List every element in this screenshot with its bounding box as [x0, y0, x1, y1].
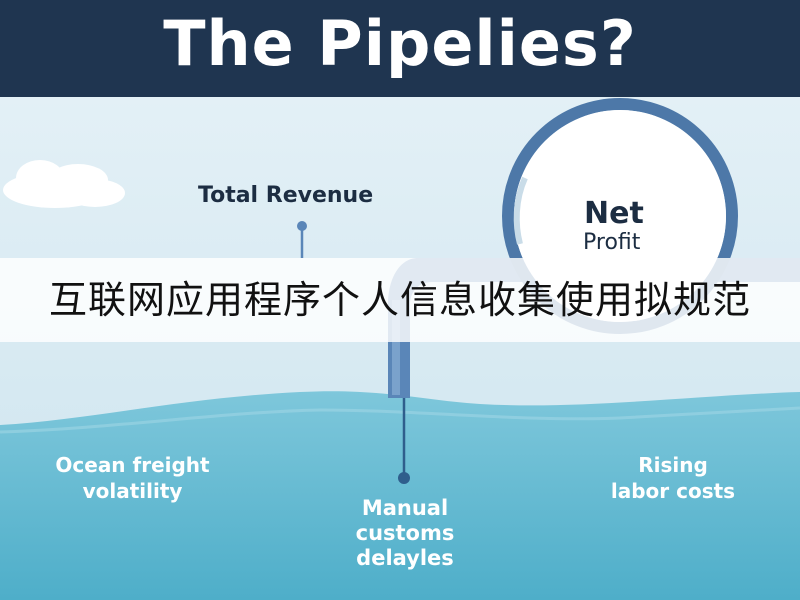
total-revenue-label: Total Revenue	[198, 183, 374, 208]
revenue-connector-dot	[297, 221, 307, 231]
pipe-highlight	[392, 300, 400, 395]
customs-line2: customs	[355, 521, 455, 545]
header-bar: The Pipelies?	[0, 0, 800, 97]
net-profit-subtitle: Profit	[583, 230, 641, 255]
labor-costs-line1: Rising	[638, 453, 708, 477]
net-profit-title: Net	[584, 196, 644, 231]
ocean-freight-line1: Ocean freight	[55, 453, 210, 477]
page-title: The Pipelies?	[163, 7, 637, 80]
water-area	[0, 391, 800, 600]
overlay-banner-text: 互联网应用程序个人信息收集使用拟规范	[48, 278, 751, 322]
customs-line3: delayles	[356, 546, 454, 570]
customs-delays-label: Manual customs delayles	[340, 496, 470, 571]
labor-costs-label: Rising labor costs	[598, 452, 748, 504]
ocean-freight-line2: volatility	[82, 479, 183, 503]
water-highlight	[0, 406, 800, 434]
overlay-banner: 互联网应用程序个人信息收集使用拟规范	[0, 258, 800, 342]
labor-costs-line2: labor costs	[610, 479, 736, 503]
ocean-freight-label: Ocean freight volatility	[40, 452, 225, 504]
customs-connector-dot	[398, 472, 410, 484]
customs-line1: Manual	[361, 496, 449, 520]
cloud-icon	[3, 160, 125, 208]
